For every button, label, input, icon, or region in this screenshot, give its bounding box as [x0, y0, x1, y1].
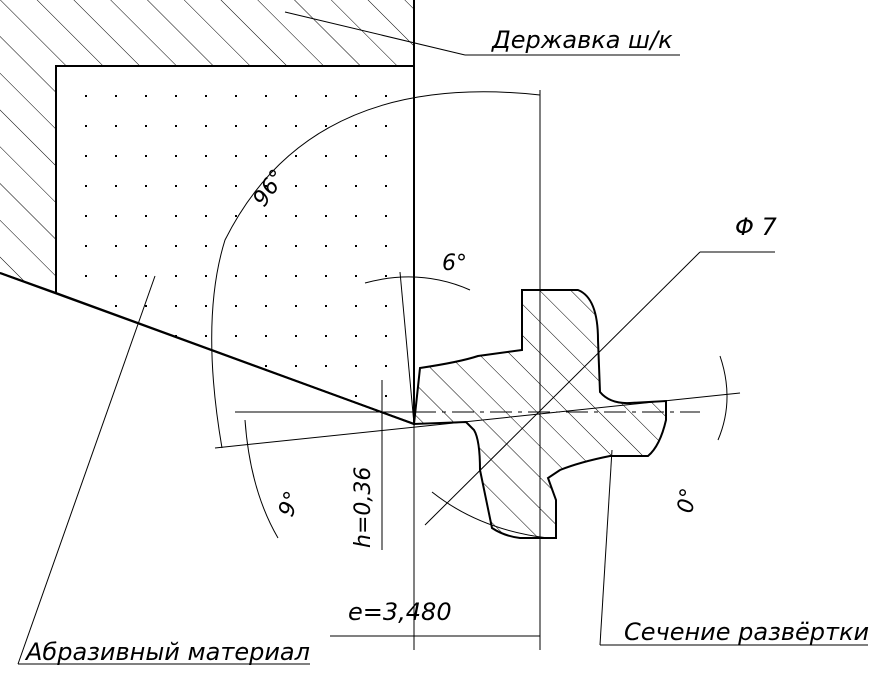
dimension-lines — [330, 380, 541, 650]
label-diameter: Φ 7 — [735, 213, 778, 241]
reamer-leader — [599, 449, 868, 646]
label-angle-0: 0° — [673, 486, 702, 515]
abrasive-block — [55, 65, 415, 426]
label-angle-6: 6° — [442, 251, 467, 276]
label-reamer-section: Сечение развёртки — [624, 618, 869, 646]
angle-arcs — [211, 91, 728, 539]
label-angle-9: 9° — [274, 488, 306, 520]
abrasive-edge-line — [0, 272, 415, 425]
center-lines — [214, 90, 741, 650]
abrasive-leader — [17, 275, 310, 665]
label-abrasive: Абразивный материал — [24, 638, 310, 666]
holder-leader — [284, 11, 680, 56]
label-holder: Державка ш/к — [491, 26, 673, 54]
diameter-leader — [424, 251, 775, 526]
label-e-dim: e=3,480 — [348, 598, 452, 626]
label-h-dim: h=0,36 — [351, 467, 376, 548]
